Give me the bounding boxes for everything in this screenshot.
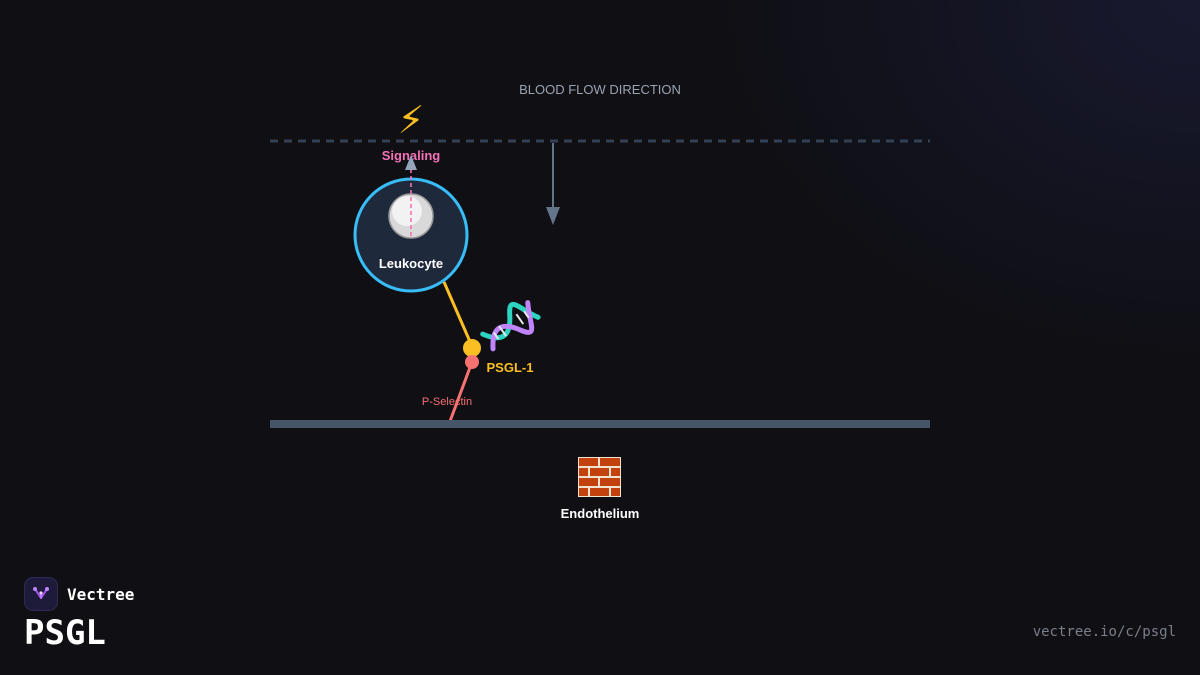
- psgl1-knob: [463, 339, 481, 357]
- blood-flow-arrow: [546, 143, 560, 225]
- brand-name: Vectree: [67, 584, 135, 604]
- psgl1-tether: [442, 281, 473, 345]
- page-title: PSGL: [24, 613, 106, 653]
- dna-icon: [480, 300, 541, 352]
- lightning-icon: ⚡: [398, 98, 425, 142]
- psgl1-label: PSGL-1: [487, 360, 534, 375]
- pselectin-knob: [465, 355, 479, 369]
- pselectin-label: P-Selectin: [422, 396, 472, 408]
- brick-icon: [578, 457, 621, 497]
- white-circle-icon: [388, 193, 434, 239]
- vectree-logo-icon: [24, 577, 58, 611]
- page-url[interactable]: vectree.io/c/psgl: [1032, 624, 1176, 640]
- endothelium-membrane: [270, 420, 930, 428]
- leukocyte-label: Leukocyte: [379, 256, 443, 271]
- blood-flow-label: BLOOD FLOW DIRECTION: [519, 82, 681, 97]
- signaling-arrow: [405, 155, 417, 236]
- pselectin-tether: [447, 361, 474, 425]
- brand: Vectree: [24, 577, 134, 611]
- endothelium-label: Endothelium: [561, 506, 640, 521]
